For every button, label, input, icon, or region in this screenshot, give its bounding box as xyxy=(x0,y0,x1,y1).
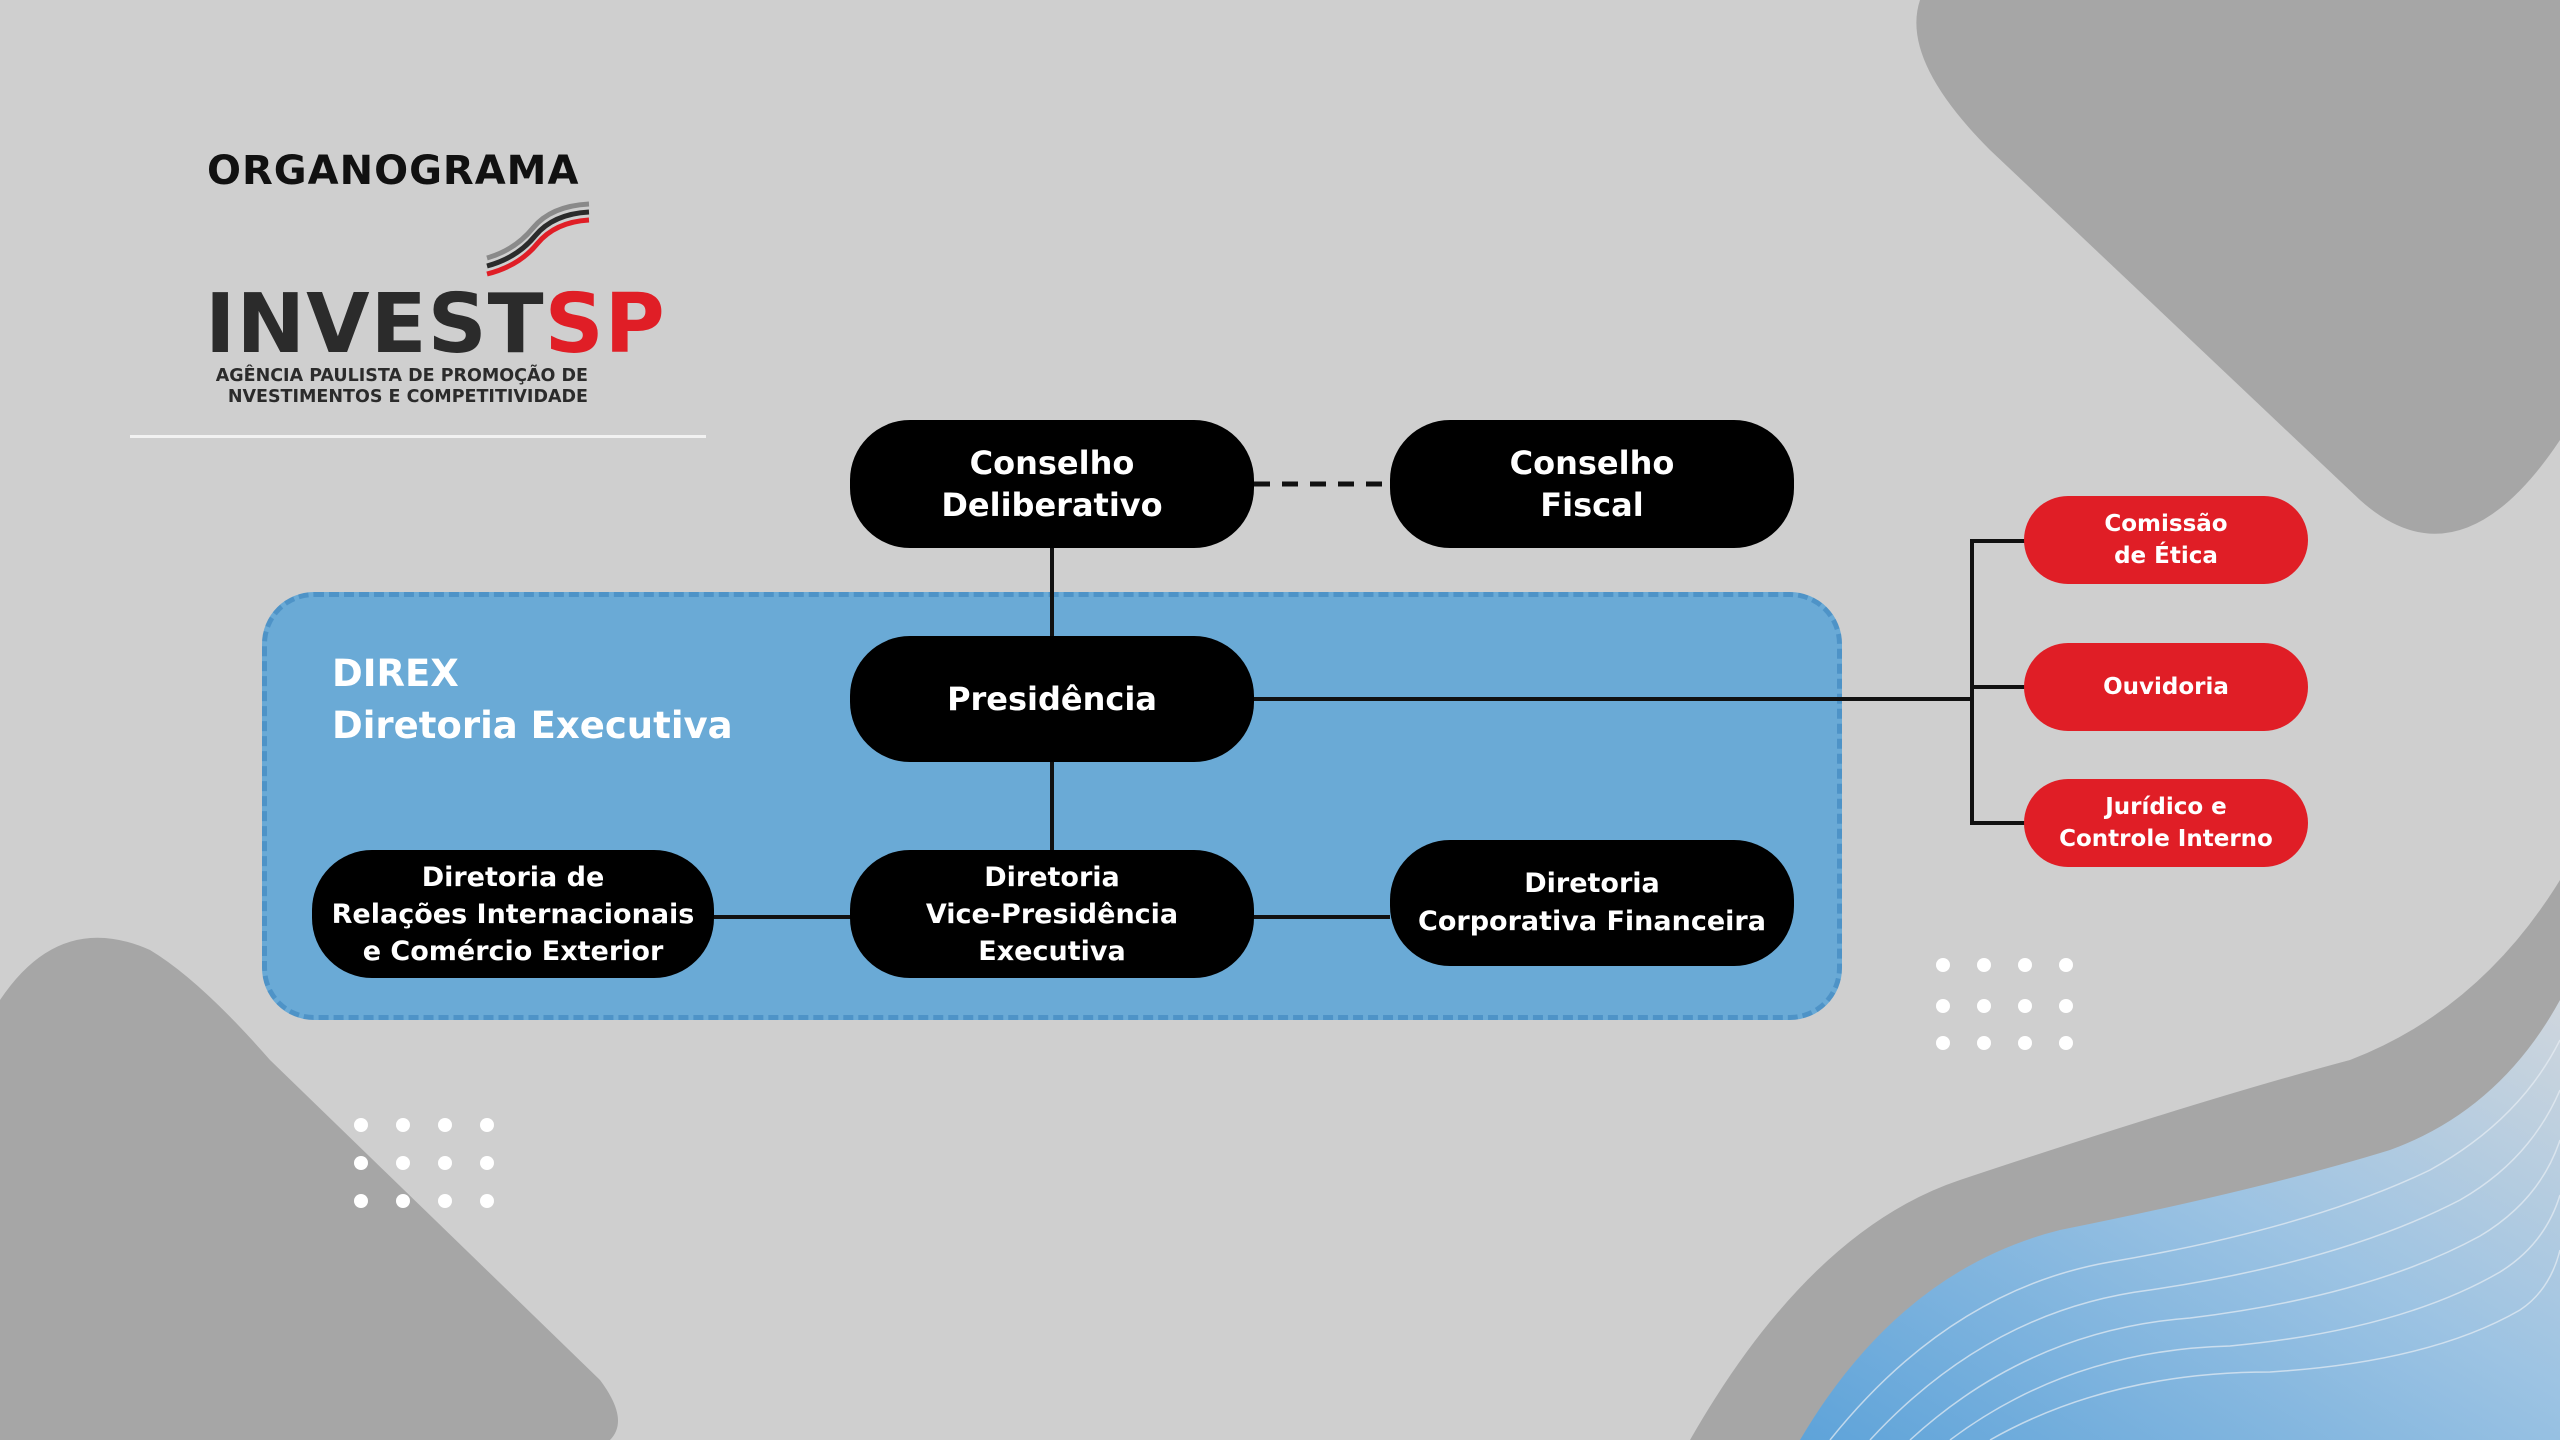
connector-right-vertical xyxy=(1970,539,1974,825)
dot xyxy=(396,1156,410,1170)
node-label: Diretoria de Relações Internacionais e C… xyxy=(331,861,695,967)
dot xyxy=(354,1118,368,1132)
node-conselho-fiscal: Conselho Fiscal xyxy=(1390,420,1794,548)
node-juridico: Jurídico e Controle Interno xyxy=(2024,779,2308,867)
node-ouvidoria: Ouvidoria xyxy=(2024,643,2308,731)
connector-deliberativo-presidencia xyxy=(1050,548,1054,636)
dot xyxy=(480,1156,494,1170)
connector-to-etica xyxy=(1970,539,2026,543)
dot xyxy=(396,1194,410,1208)
logo-wordmark: INVESTSP xyxy=(205,280,666,370)
decor-wave-lines xyxy=(1829,1039,2560,1440)
dot xyxy=(480,1194,494,1208)
node-conselho-deliberativo: Conselho Deliberativo xyxy=(850,420,1254,548)
dot xyxy=(354,1194,368,1208)
connector-presidencia-vice xyxy=(1050,762,1054,852)
dot xyxy=(1977,958,1991,972)
page-title: ORGANOGRAMA xyxy=(207,148,580,194)
dot xyxy=(1977,999,1991,1013)
node-label: Ouvidoria xyxy=(2103,674,2229,700)
logo-swoosh-icon xyxy=(486,201,590,277)
dot xyxy=(396,1118,410,1132)
direx-title: DIREX Diretoria Executiva xyxy=(332,652,733,747)
node-label: Conselho Deliberativo xyxy=(941,444,1163,524)
decor-shape-top-right xyxy=(1916,0,2560,534)
node-diretoria-financeira: Diretoria Corporativa Financeira xyxy=(1390,840,1794,966)
dot xyxy=(438,1194,452,1208)
node-label: Diretoria Corporativa Financeira xyxy=(1418,868,1766,937)
node-label: Comissão de Ética xyxy=(2104,511,2228,569)
dot xyxy=(438,1156,452,1170)
logo-subtitle: AGÊNCIA PAULISTA DE PROMOÇÃO DE NVESTIME… xyxy=(215,366,588,407)
dot xyxy=(1977,1036,1991,1050)
connector-to-juridico xyxy=(1970,821,2026,825)
dot xyxy=(2059,999,2073,1013)
connector-dashed-conselhos xyxy=(1254,481,1390,487)
node-comissao-etica: Comissão de Ética xyxy=(2024,496,2308,584)
connector-presidencia-right xyxy=(1254,697,1972,701)
dot xyxy=(2018,999,2032,1013)
node-label: Jurídico e Controle Interno xyxy=(2059,794,2273,852)
connector-relacoes-vice xyxy=(714,915,852,919)
dot xyxy=(2018,1036,2032,1050)
node-diretoria-relacoes: Diretoria de Relações Internacionais e C… xyxy=(312,850,714,978)
node-label: Presidência xyxy=(947,680,1157,718)
node-presidencia: Presidência xyxy=(850,636,1254,762)
dot xyxy=(2059,1036,2073,1050)
dot xyxy=(2059,958,2073,972)
connector-to-ouvidoria xyxy=(1970,685,2026,689)
logo-name-accent: SP xyxy=(544,277,666,372)
dot xyxy=(480,1118,494,1132)
dot xyxy=(1936,999,1950,1013)
dot xyxy=(1936,958,1950,972)
decor-shape-blue-wave xyxy=(1800,1000,2560,1440)
node-label: Diretoria Vice-Presidência Executiva xyxy=(925,861,1179,967)
dot xyxy=(1936,1036,1950,1050)
dot xyxy=(2018,958,2032,972)
connector-vice-financeira xyxy=(1254,915,1390,919)
dot xyxy=(438,1118,452,1132)
decor-shape-bottom-left xyxy=(0,937,618,1440)
dot xyxy=(354,1156,368,1170)
node-label: Conselho Fiscal xyxy=(1509,444,1675,524)
logo-divider xyxy=(130,435,706,438)
node-diretoria-vice-presidencia: Diretoria Vice-Presidência Executiva xyxy=(850,850,1254,978)
logo-name-main: INVEST xyxy=(205,277,545,372)
